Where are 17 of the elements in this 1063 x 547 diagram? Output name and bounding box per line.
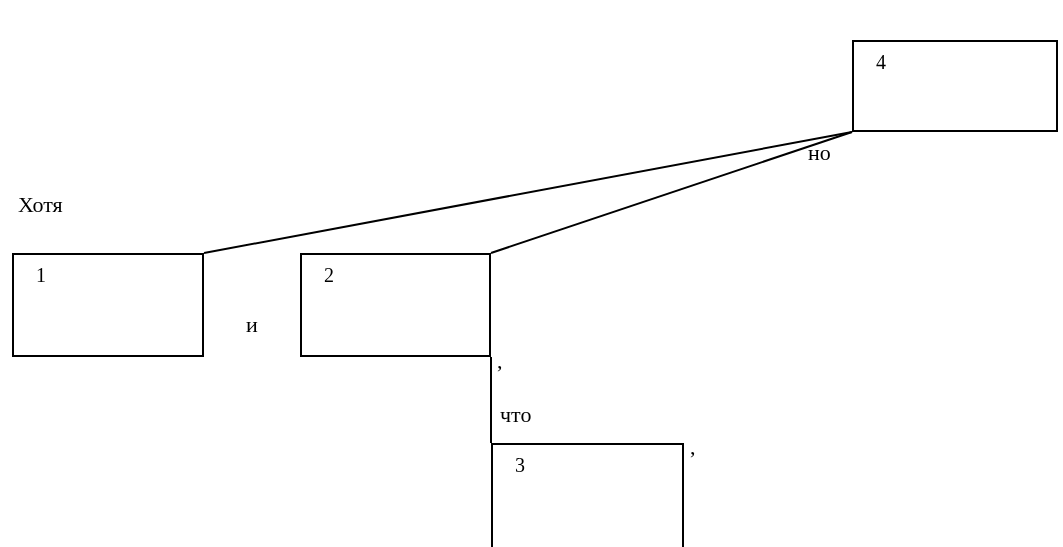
conjunction-label: Хотя: [18, 194, 63, 216]
connector-line: [490, 131, 853, 254]
connector-line: [490, 356, 492, 444]
conjunction-label: ,: [690, 436, 696, 458]
clause-box: [300, 253, 491, 357]
clause-number: 4: [876, 52, 886, 72]
conjunction-label: ,: [497, 350, 503, 372]
clause-number: 2: [324, 265, 334, 285]
connector-line: [203, 131, 853, 254]
clause-number: 3: [515, 455, 525, 475]
clause-box: [852, 40, 1058, 132]
clause-number: 1: [36, 265, 46, 285]
conjunction-label: что: [500, 404, 532, 426]
clause-box: [12, 253, 204, 357]
conjunction-label: но: [808, 142, 831, 164]
clause-box: [491, 443, 684, 547]
conjunction-label: и: [246, 314, 258, 336]
